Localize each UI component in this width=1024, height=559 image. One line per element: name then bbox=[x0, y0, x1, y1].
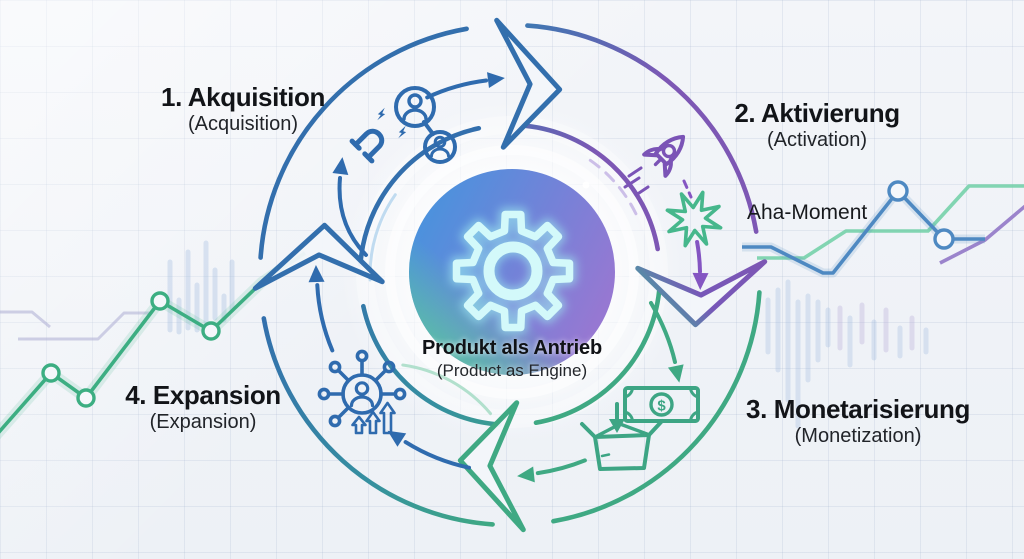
stage-title: 4. Expansion bbox=[125, 380, 281, 410]
stage-title: 2. Aktivierung bbox=[734, 98, 900, 128]
center-subtitle: (Product as Engine) bbox=[436, 361, 588, 380]
stage-subtitle: (Acquisition) bbox=[187, 112, 299, 135]
dart-right bbox=[635, 259, 768, 328]
stage-label-acquisition: 1. Akquisition (Acquisition) bbox=[161, 84, 325, 136]
cycle-ring bbox=[258, 23, 762, 527]
dart-left bbox=[252, 222, 385, 291]
background-chart-right bbox=[742, 180, 1024, 429]
stage-label-expansion: 4. Expansion (Expansion) bbox=[125, 382, 281, 434]
center-title: Produkt als Antrieb bbox=[422, 337, 602, 359]
center-engine bbox=[340, 100, 684, 444]
sparkle-dot bbox=[582, 181, 590, 189]
magnet-attracting-users-icon bbox=[349, 86, 457, 164]
gear-icon bbox=[449, 207, 577, 335]
center-label: Produkt als Antrieb (Product as Engine) bbox=[422, 337, 602, 381]
stage-title: 3. Monetarisierung bbox=[746, 394, 970, 424]
aha-moment-label: Aha-Moment bbox=[747, 201, 868, 224]
stage-subtitle: (Expansion) bbox=[149, 410, 257, 433]
user-network-growth-icon bbox=[317, 349, 407, 435]
stage-label-monetization: 3. Monetarisierung (Monetization) bbox=[746, 396, 970, 448]
starburst-icon bbox=[665, 190, 723, 248]
cash-into-box-icon: $ bbox=[580, 386, 700, 471]
stage-subtitle: (Monetization) bbox=[794, 424, 922, 447]
stage-subtitle: (Activation) bbox=[766, 128, 868, 151]
stage-label-activation: 2. Aktivierung (Activation) bbox=[734, 98, 900, 152]
rocket-icon bbox=[623, 134, 686, 197]
dart-top bbox=[494, 17, 563, 150]
stage-title: 1. Akquisition bbox=[161, 82, 325, 112]
dollar-sign: $ bbox=[657, 398, 666, 415]
dart-bottom bbox=[457, 400, 526, 533]
cycle-darts bbox=[252, 17, 768, 533]
